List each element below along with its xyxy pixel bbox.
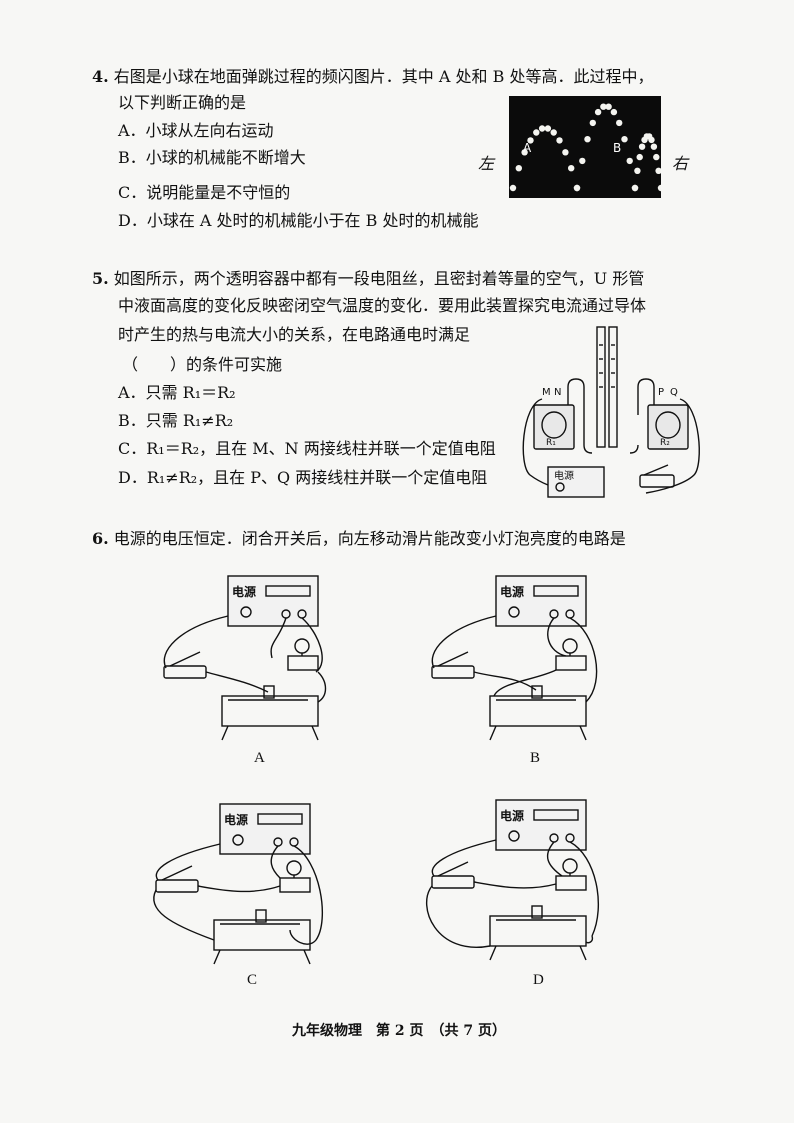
ball-position (515, 165, 522, 172)
ball-position (657, 184, 661, 192)
ball-position (562, 149, 569, 156)
ball-position (626, 157, 633, 165)
circuit-diagram-b: 电源 (431, 575, 598, 741)
q6-number: 6. (92, 529, 109, 548)
ball-position (544, 125, 552, 132)
ball-position (533, 129, 540, 136)
caption-a: A (254, 750, 265, 766)
ball-position (621, 136, 628, 143)
point-b-label: B (613, 141, 621, 155)
q4-right-label: 右 (672, 154, 689, 173)
q4-option-d: D．小球在 A 处时的机械能小于在 B 处时的机械能 (118, 211, 479, 230)
ball-position (550, 129, 557, 136)
terminal-q-label: Q (670, 387, 678, 398)
ball-position (638, 143, 646, 150)
q5-stem-line2: 中液面高度的变化反映密闭空气温度的变化．要用此装置探究电流通过导体 (118, 296, 647, 315)
power-supply-label-c: 电源 (224, 812, 248, 827)
ball-position (605, 103, 612, 110)
ball-position (650, 143, 658, 150)
ball-position (653, 153, 660, 161)
terminal-m-label: M (542, 387, 551, 398)
q4-stem-text: 右图是小球在地面弹跳过程的频闪图片．其中 A 处和 B 处等高．此过程中， (113, 67, 654, 86)
page-footer: 九年级物理 第 2 页 （共 7 页） (292, 1023, 506, 1039)
ball-position (634, 167, 641, 174)
q4-left-label: 左 (478, 154, 495, 173)
power-supply-label-d: 电源 (500, 808, 524, 823)
caption-b: B (530, 750, 541, 766)
q4-stem-line1: 4. 右图是小球在地面弹跳过程的频闪图片．其中 A 处和 B 处等高．此过程中， (92, 66, 653, 88)
power-supply-label-a: 电源 (232, 584, 256, 599)
resistor-r2-label: R₂ (660, 438, 670, 448)
ball-position (584, 136, 591, 143)
ball-position (573, 184, 581, 192)
ball-position (594, 108, 602, 116)
circuit-diagram-a: 电源 (163, 575, 327, 741)
ball-position (589, 119, 596, 127)
ball-position (521, 149, 528, 156)
ball-position (556, 137, 563, 144)
ball-position (527, 137, 534, 144)
q5-option-a: A．只需 R₁＝R₂ (118, 383, 236, 402)
q4-option-b: B．小球的机械能不断增大 (118, 148, 306, 167)
caption-c: C (247, 972, 258, 988)
q6-stem-text: 电源的电压恒定．闭合开关后，向左移动滑片能改变小灯泡亮度的电路是 (113, 529, 626, 548)
circuit-diagram-d: 电源 (426, 799, 599, 961)
ball-position (568, 165, 575, 172)
power-supply-label: 电源 (554, 469, 574, 482)
q5-stem-line4: （ ）的条件可实施 (122, 355, 283, 374)
q4-option-a: A．小球从左向右运动 (118, 121, 274, 140)
ball-position (648, 136, 655, 144)
ball-position (616, 119, 623, 127)
q4-stem-line2: 以下判断正确的是 (118, 93, 247, 112)
power-supply-label-b: 电源 (500, 584, 524, 599)
q5-number: 5. (92, 269, 109, 288)
ball-position (636, 153, 643, 161)
circuit-diagram-c: 电源 (153, 803, 323, 965)
point-a-label: A (523, 141, 532, 155)
terminal-p-label: P (658, 387, 664, 398)
q4-option-c: C．说明能量是不守恒的 (118, 183, 291, 202)
ball-position (509, 184, 517, 192)
q5-option-c: C．R₁＝R₂，且在 M、N 两接线柱并联一个定值电阻 (118, 439, 496, 458)
terminal-n-label: N (554, 387, 561, 398)
q5-stem-line3: 时产生的热与电流大小的关系，在电路通电时满足 (118, 325, 471, 344)
ball-position (579, 157, 586, 165)
ball-position (600, 103, 607, 110)
ball-position (610, 108, 618, 116)
q4-number: 4. (92, 67, 109, 86)
resistor-r1-label: R₁ (546, 438, 556, 448)
joule-heating-apparatus-figure: M N P Q R₁ R₂ 电源 (522, 326, 700, 498)
ball-position (655, 167, 661, 174)
ball-position (538, 125, 546, 132)
q5-stem-line1: 5. 如图所示，两个透明容器中都有一段电阻丝，且密封着等量的空气，U 形管 (92, 268, 644, 290)
q6-stem-line: 6. 电源的电压恒定．闭合开关后，向左移动滑片能改变小灯泡亮度的电路是 (92, 528, 626, 550)
q5-option-d: D．R₁≠R₂，且在 P、Q 两接线柱并联一个定值电阻 (118, 468, 488, 487)
q5-option-b: B．只需 R₁≠R₂ (118, 411, 234, 430)
q5-stem-text: 如图所示，两个透明容器中都有一段电阻丝，且密封着等量的空气，U 形管 (113, 269, 645, 288)
caption-d: D (533, 972, 544, 988)
ball-position (631, 184, 639, 192)
bouncing-ball-strobe-photo: A B (509, 96, 661, 198)
